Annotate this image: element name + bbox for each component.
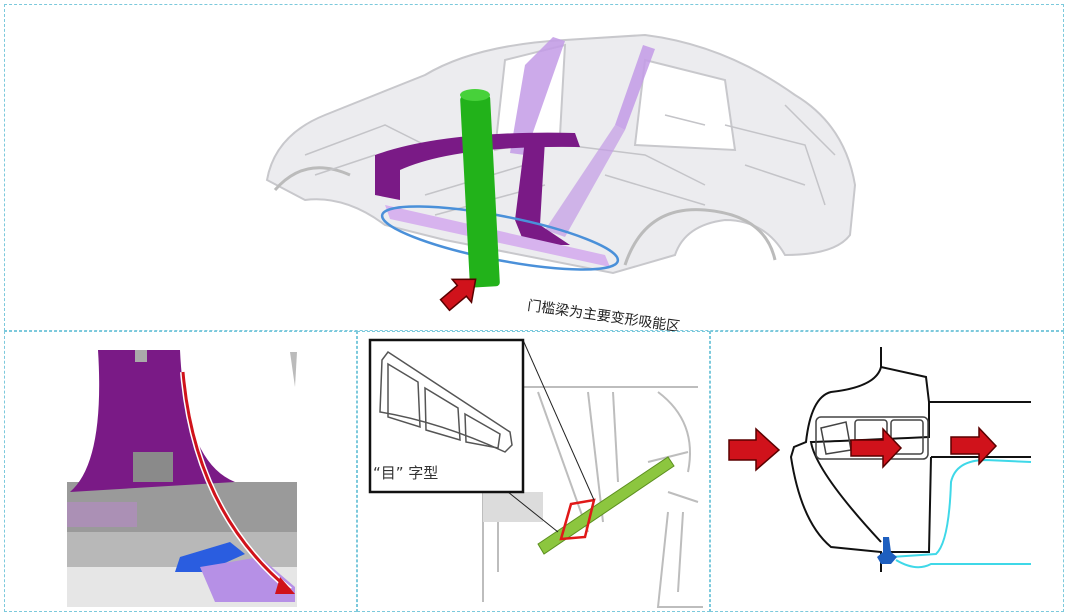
section-marker	[559, 498, 596, 541]
mu-shaped-profile-icon	[379, 350, 513, 453]
car-body-illustration	[265, 33, 857, 312]
inset-box	[368, 338, 525, 494]
sill-section-illustration	[368, 338, 703, 608]
force-arrow-icon	[850, 427, 903, 469]
impact-arrow-icon	[439, 278, 477, 312]
force-arrow-icon	[728, 427, 781, 472]
top-panel-car-body: 门槛梁为主要变形吸能区	[4, 4, 1064, 335]
impact-pole	[460, 94, 500, 288]
bottom-right-panel-load-transfer	[710, 331, 1064, 612]
bottom-middle-panel-sill-section: “目” 字型	[357, 331, 710, 612]
inset-caption: “目” 字型	[373, 464, 439, 482]
load-path-arrow-icon	[181, 371, 291, 592]
deformed-section-line	[890, 458, 1032, 569]
cross-section-illustration	[728, 347, 1032, 572]
sill-beam	[537, 456, 675, 555]
bottom-left-panel-pillar-load-path	[4, 331, 357, 612]
b-pillar-illustration	[67, 350, 297, 607]
force-arrow-icon	[950, 426, 998, 466]
